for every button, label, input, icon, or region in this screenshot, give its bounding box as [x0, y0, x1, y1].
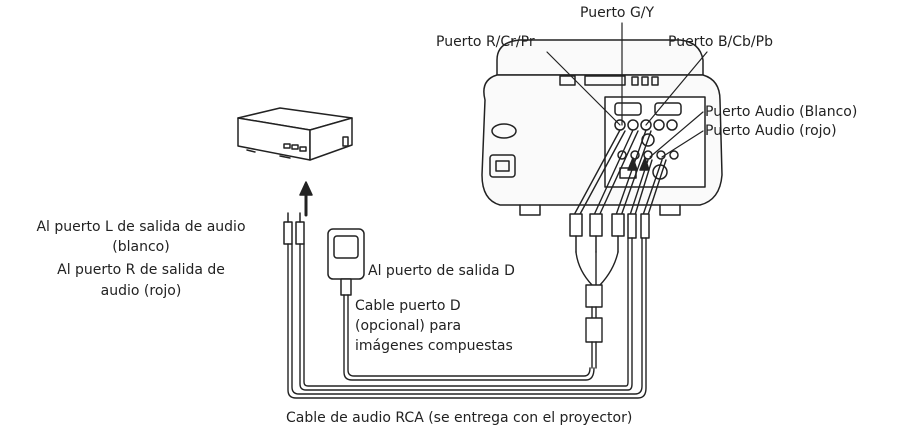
- d-connector-icon: [327, 228, 365, 296]
- arrow-up-icon: [299, 181, 313, 217]
- d-cable-label-3: imágenes compuestas: [355, 338, 513, 354]
- d-port-cable: [343, 294, 595, 381]
- d-output-label: Al puerto de salida D: [368, 263, 515, 279]
- port-leader-lines: [546, 22, 708, 158]
- left-audio-l-label: Al puerto L de salida de audio: [36, 219, 246, 235]
- left-audio-l-label-2: (blanco): [112, 239, 170, 255]
- cable-direction-arrows: [627, 157, 650, 171]
- projector-icon: [481, 39, 723, 216]
- component-cables: [573, 129, 667, 217]
- rca-audio-cable: [287, 237, 647, 399]
- port-audio-red-label: Puerto Audio (rojo): [705, 123, 837, 139]
- d-cable-label-2: (opcional) para: [355, 318, 462, 334]
- d-cable-breakout: [575, 251, 619, 369]
- left-audio-r-label-2: audio (rojo): [100, 283, 182, 299]
- left-audio-r-label: Al puerto R de salida de: [57, 262, 225, 278]
- rca-cable-label: Cable de audio RCA (se entrega con el pr…: [286, 410, 633, 426]
- port-rcrpr-label: Puerto R/Cr/Pr: [436, 34, 535, 50]
- rca-plug-icon: [569, 213, 650, 253]
- port-bcbpb-label: Puerto B/Cb/Pb: [668, 34, 773, 50]
- d-cable-label-1: Cable puerto D: [355, 298, 461, 314]
- port-audio-white-label: Puerto Audio (Blanco): [705, 104, 858, 120]
- port-gy-label: Puerto G/Y: [580, 5, 655, 21]
- rca-plug-icon: [283, 212, 305, 245]
- av-player-icon: [237, 107, 353, 161]
